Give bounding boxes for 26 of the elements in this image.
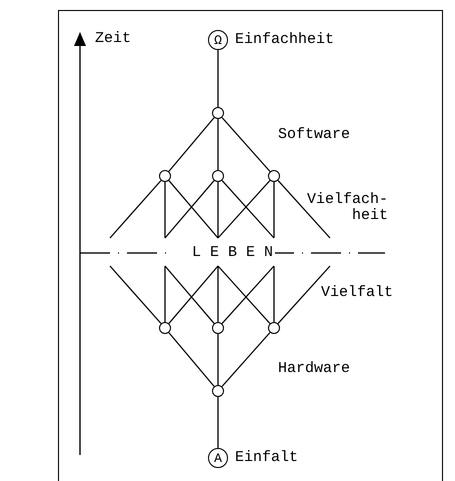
node-caption: Einfalt: [235, 449, 298, 467]
connector-line: [217, 182, 219, 238]
connector-line: [278, 266, 330, 324]
connector-line: [110, 266, 162, 324]
connector-line: [222, 332, 270, 387]
connector-line: [222, 117, 270, 172]
dash-dot-divider: L E B E N: [80, 238, 385, 266]
connector-line: [217, 119, 219, 170]
connector-line: [273, 266, 275, 322]
connector-line: [273, 182, 275, 238]
connector-line: [168, 117, 215, 172]
connector-line: [217, 50, 219, 107]
text-label: Zeit: [95, 31, 132, 47]
connector-line: [217, 397, 219, 448]
text-label: Hardware: [278, 361, 350, 377]
text-label: Vielfalt: [321, 285, 394, 301]
node-caption: Einfachheit: [235, 31, 334, 49]
connector-line: [168, 332, 215, 387]
text-label: Software: [278, 127, 350, 143]
connector-line: [164, 266, 166, 322]
connector-line: [217, 334, 219, 385]
connector-line: [110, 180, 162, 238]
text-label: Vielfach- heit: [307, 192, 388, 224]
connector-line: [278, 180, 330, 238]
connector-line: [164, 182, 166, 238]
connector-line: [217, 266, 219, 322]
